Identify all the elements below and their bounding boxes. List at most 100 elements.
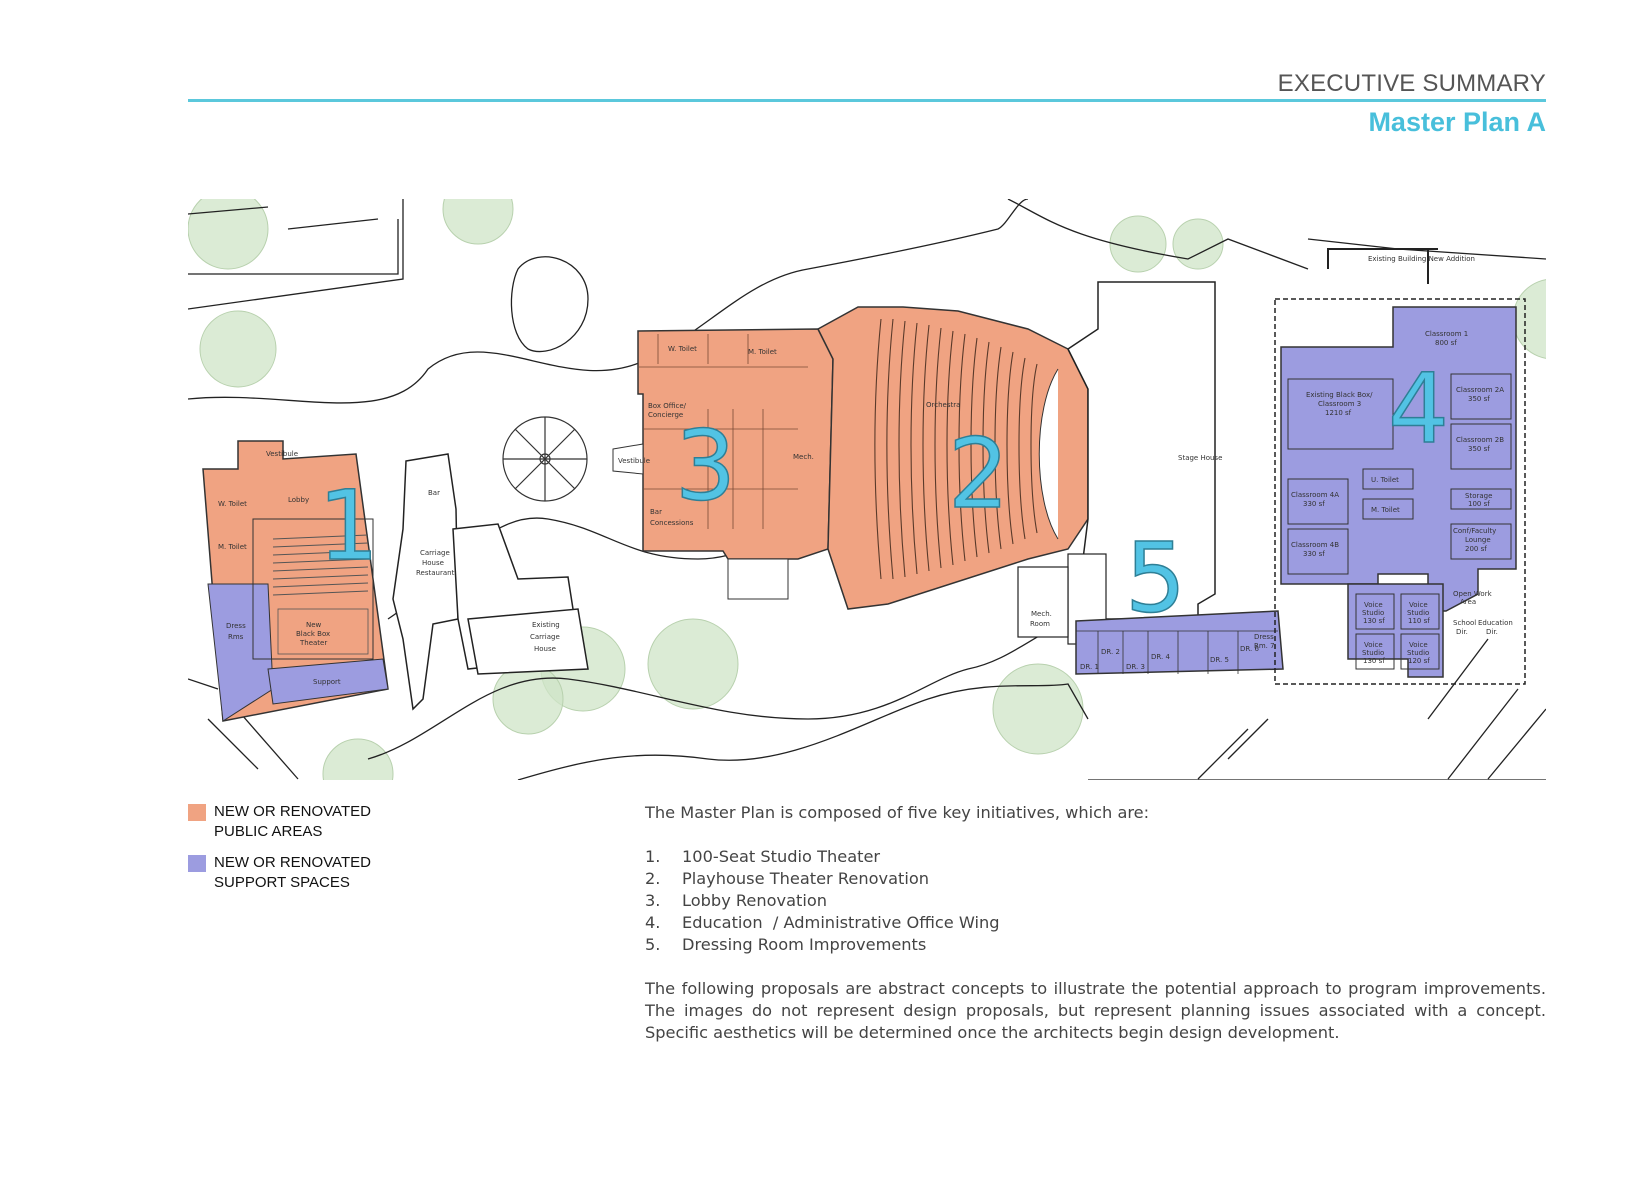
label-classroom-4b-line2: 330 sf xyxy=(1303,550,1325,558)
legend-label-support: NEW OR RENOVATED SUPPORT SPACES xyxy=(214,854,371,891)
label-mech-room-line2: Room xyxy=(1030,620,1050,628)
label-m-toilet-3: M. Toilet xyxy=(748,348,777,356)
area-2-playhouse-theater: Orchestra 2 xyxy=(817,306,1089,610)
label-dr-3: DR. 3 xyxy=(1126,663,1145,671)
label-lounge-line3: 200 sf xyxy=(1465,545,1487,553)
label-voice-a-line2: Studio xyxy=(1362,609,1384,617)
list-item-text: Playhouse Theater Renovation xyxy=(682,869,930,888)
legend-item-public: NEW OR RENOVATED PUBLIC AREAS xyxy=(188,802,448,842)
label-w-toilet-1: W. Toilet xyxy=(218,500,247,508)
label-mech-room-line1: Mech. xyxy=(1031,610,1052,618)
label-dress-rms-line1: Dress xyxy=(226,622,246,630)
legend-item-support: NEW OR RENOVATED SUPPORT SPACES xyxy=(188,853,448,893)
list-item-number: 4. xyxy=(645,913,661,932)
label-school-dir-line1: School xyxy=(1453,619,1476,627)
label-existing-carriage-line1: Existing xyxy=(532,621,560,629)
label-voice-c-line2: Studio xyxy=(1362,649,1384,657)
carriage-house: Bar Carriage House Restaurant Existing C… xyxy=(392,453,589,711)
label-black-box-4-line3: 1210 sf xyxy=(1325,409,1352,417)
label-vestibule-1: Vestibule xyxy=(266,450,298,458)
label-existing-new-addition: Existing Building New Addition xyxy=(1368,255,1475,263)
list-item-number: 3. xyxy=(645,891,661,910)
label-existing-carriage-line3: House xyxy=(534,645,556,653)
label-m-toilet-1: M. Toilet xyxy=(218,543,247,551)
label-voice-d-line1: Voice xyxy=(1409,641,1428,649)
label-voice-c-line3: 130 sf xyxy=(1363,657,1385,665)
legend-label-public: NEW OR RENOVATED PUBLIC AREAS xyxy=(214,803,371,840)
list-item-number: 5. xyxy=(645,935,661,954)
label-classroom-4b-line1: Classroom 4B xyxy=(1291,541,1339,549)
label-bar-concessions-line1: Bar xyxy=(650,508,662,516)
label-classroom-2b-line2: 350 sf xyxy=(1468,445,1490,453)
label-bar-1: Bar xyxy=(428,489,440,497)
area-1-studio-theater: Vestibule Lobby W. Toilet M. Toilet Dres… xyxy=(202,440,389,722)
stage-house: Stage House Mech. Room xyxy=(1017,281,1222,645)
label-lounge-line2: Lounge xyxy=(1465,536,1491,544)
label-storage-line1: Storage xyxy=(1465,492,1492,500)
label-box-office-line2: Concierge xyxy=(648,411,683,419)
label-box-office-line1: Box Office/ xyxy=(648,402,687,410)
label-voice-b-line2: Studio xyxy=(1407,609,1429,617)
list-item: 2. Playhouse Theater Renovation xyxy=(645,868,1546,890)
area-5-dressing-rooms: DR. 1 DR. 2 DR. 3 DR. 4 DR. 5 DR. 6 Dres… xyxy=(1075,521,1284,675)
label-orchestra: Orchestra xyxy=(926,401,960,409)
label-voice-d-line3: 120 sf xyxy=(1408,657,1430,665)
label-education-dir-line2: Dir. xyxy=(1486,628,1498,636)
label-voice-c-line1: Voice xyxy=(1364,641,1383,649)
body-copy: The Master Plan is composed of five key … xyxy=(645,802,1546,1044)
area-number-3: 3 xyxy=(675,410,736,522)
label-voice-a-line1: Voice xyxy=(1364,601,1383,609)
label-dress-rm7-line2: Rm. 7 xyxy=(1254,642,1275,650)
label-dress-rms-line2: Rms xyxy=(228,633,244,641)
label-dr-4: DR. 4 xyxy=(1151,653,1170,661)
label-support: Support xyxy=(313,678,341,686)
list-item: 5.Dressing Room Improvements xyxy=(645,934,1546,956)
label-school-dir-line2: Dir. xyxy=(1456,628,1468,636)
label-black-box-line1: New xyxy=(306,621,322,629)
label-classroom-2a-line2: 350 sf xyxy=(1468,395,1490,403)
label-open-work-line2: Area xyxy=(1460,598,1476,606)
area-4-education-wing: Existing Building New Addition Classroom xyxy=(1274,248,1526,685)
label-w-toilet-3: W. Toilet xyxy=(668,345,697,353)
label-m-toilet-4: M. Toilet xyxy=(1371,506,1400,514)
label-voice-b-line1: Voice xyxy=(1409,601,1428,609)
label-bar-concessions-line2: Concessions xyxy=(650,519,694,527)
label-dr-6: DR. 6 xyxy=(1240,645,1259,653)
swatch-support xyxy=(188,855,206,872)
label-stage-house: Stage House xyxy=(1178,454,1222,462)
list-item: 4. Education / Administrative Office Wing xyxy=(645,912,1546,934)
list-item-text: Education / Administrative Office Wing xyxy=(682,913,1000,932)
header-rule xyxy=(188,99,1546,102)
list-item: 1.100-Seat Studio Theater xyxy=(645,846,1546,868)
label-dr-2: DR. 2 xyxy=(1101,648,1120,656)
label-black-box-4-line2: Classroom 3 xyxy=(1318,400,1361,408)
label-carriage-line1: Carriage xyxy=(420,549,450,557)
label-classroom-4a-line2: 330 sf xyxy=(1303,500,1325,508)
label-dr-1: DR. 1 xyxy=(1080,663,1099,671)
list-item: 3. Lobby Renovation xyxy=(645,890,1546,912)
section-label: EXECUTIVE SUMMARY xyxy=(1277,70,1546,97)
label-u-toilet: U. Toilet xyxy=(1371,476,1399,484)
label-lobby: Lobby xyxy=(288,496,309,504)
list-item-number: 2. xyxy=(645,869,661,888)
legend: NEW OR RENOVATED PUBLIC AREAS NEW OR REN… xyxy=(188,802,448,904)
label-voice-b-line3: 110 sf xyxy=(1408,617,1430,625)
gazebo xyxy=(502,416,588,502)
intro-text: The Master Plan is composed of five key … xyxy=(645,803,1150,822)
label-open-work-line1: Open Work xyxy=(1453,590,1493,598)
area-number-4: 4 xyxy=(1388,353,1449,465)
label-classroom-2b-line1: Classroom 2B xyxy=(1456,436,1504,444)
site-plan: Vestibule Lobby W. Toilet M. Toilet Dres… xyxy=(188,199,1546,780)
label-black-box-4-line1: Existing Black Box/ xyxy=(1306,391,1373,399)
label-carriage-line3: Restaurant xyxy=(416,569,455,577)
label-black-box-line2: Black Box xyxy=(296,630,330,638)
initiatives-list: 1.100-Seat Studio Theater 2. Playhouse Th… xyxy=(645,846,1546,956)
list-item-text: 100-Seat Studio Theater xyxy=(682,847,881,866)
label-vestibule-3: Vestibule xyxy=(618,457,650,465)
label-dress-rm7-line1: Dress xyxy=(1254,633,1274,641)
list-item-text: Lobby Renovation xyxy=(682,891,828,910)
label-storage-line2: 100 sf xyxy=(1468,500,1490,508)
label-classroom-4a-line1: Classroom 4A xyxy=(1291,491,1339,499)
area-number-1: 1 xyxy=(318,470,379,582)
label-classroom-1-line1: Classroom 1 xyxy=(1425,330,1468,338)
